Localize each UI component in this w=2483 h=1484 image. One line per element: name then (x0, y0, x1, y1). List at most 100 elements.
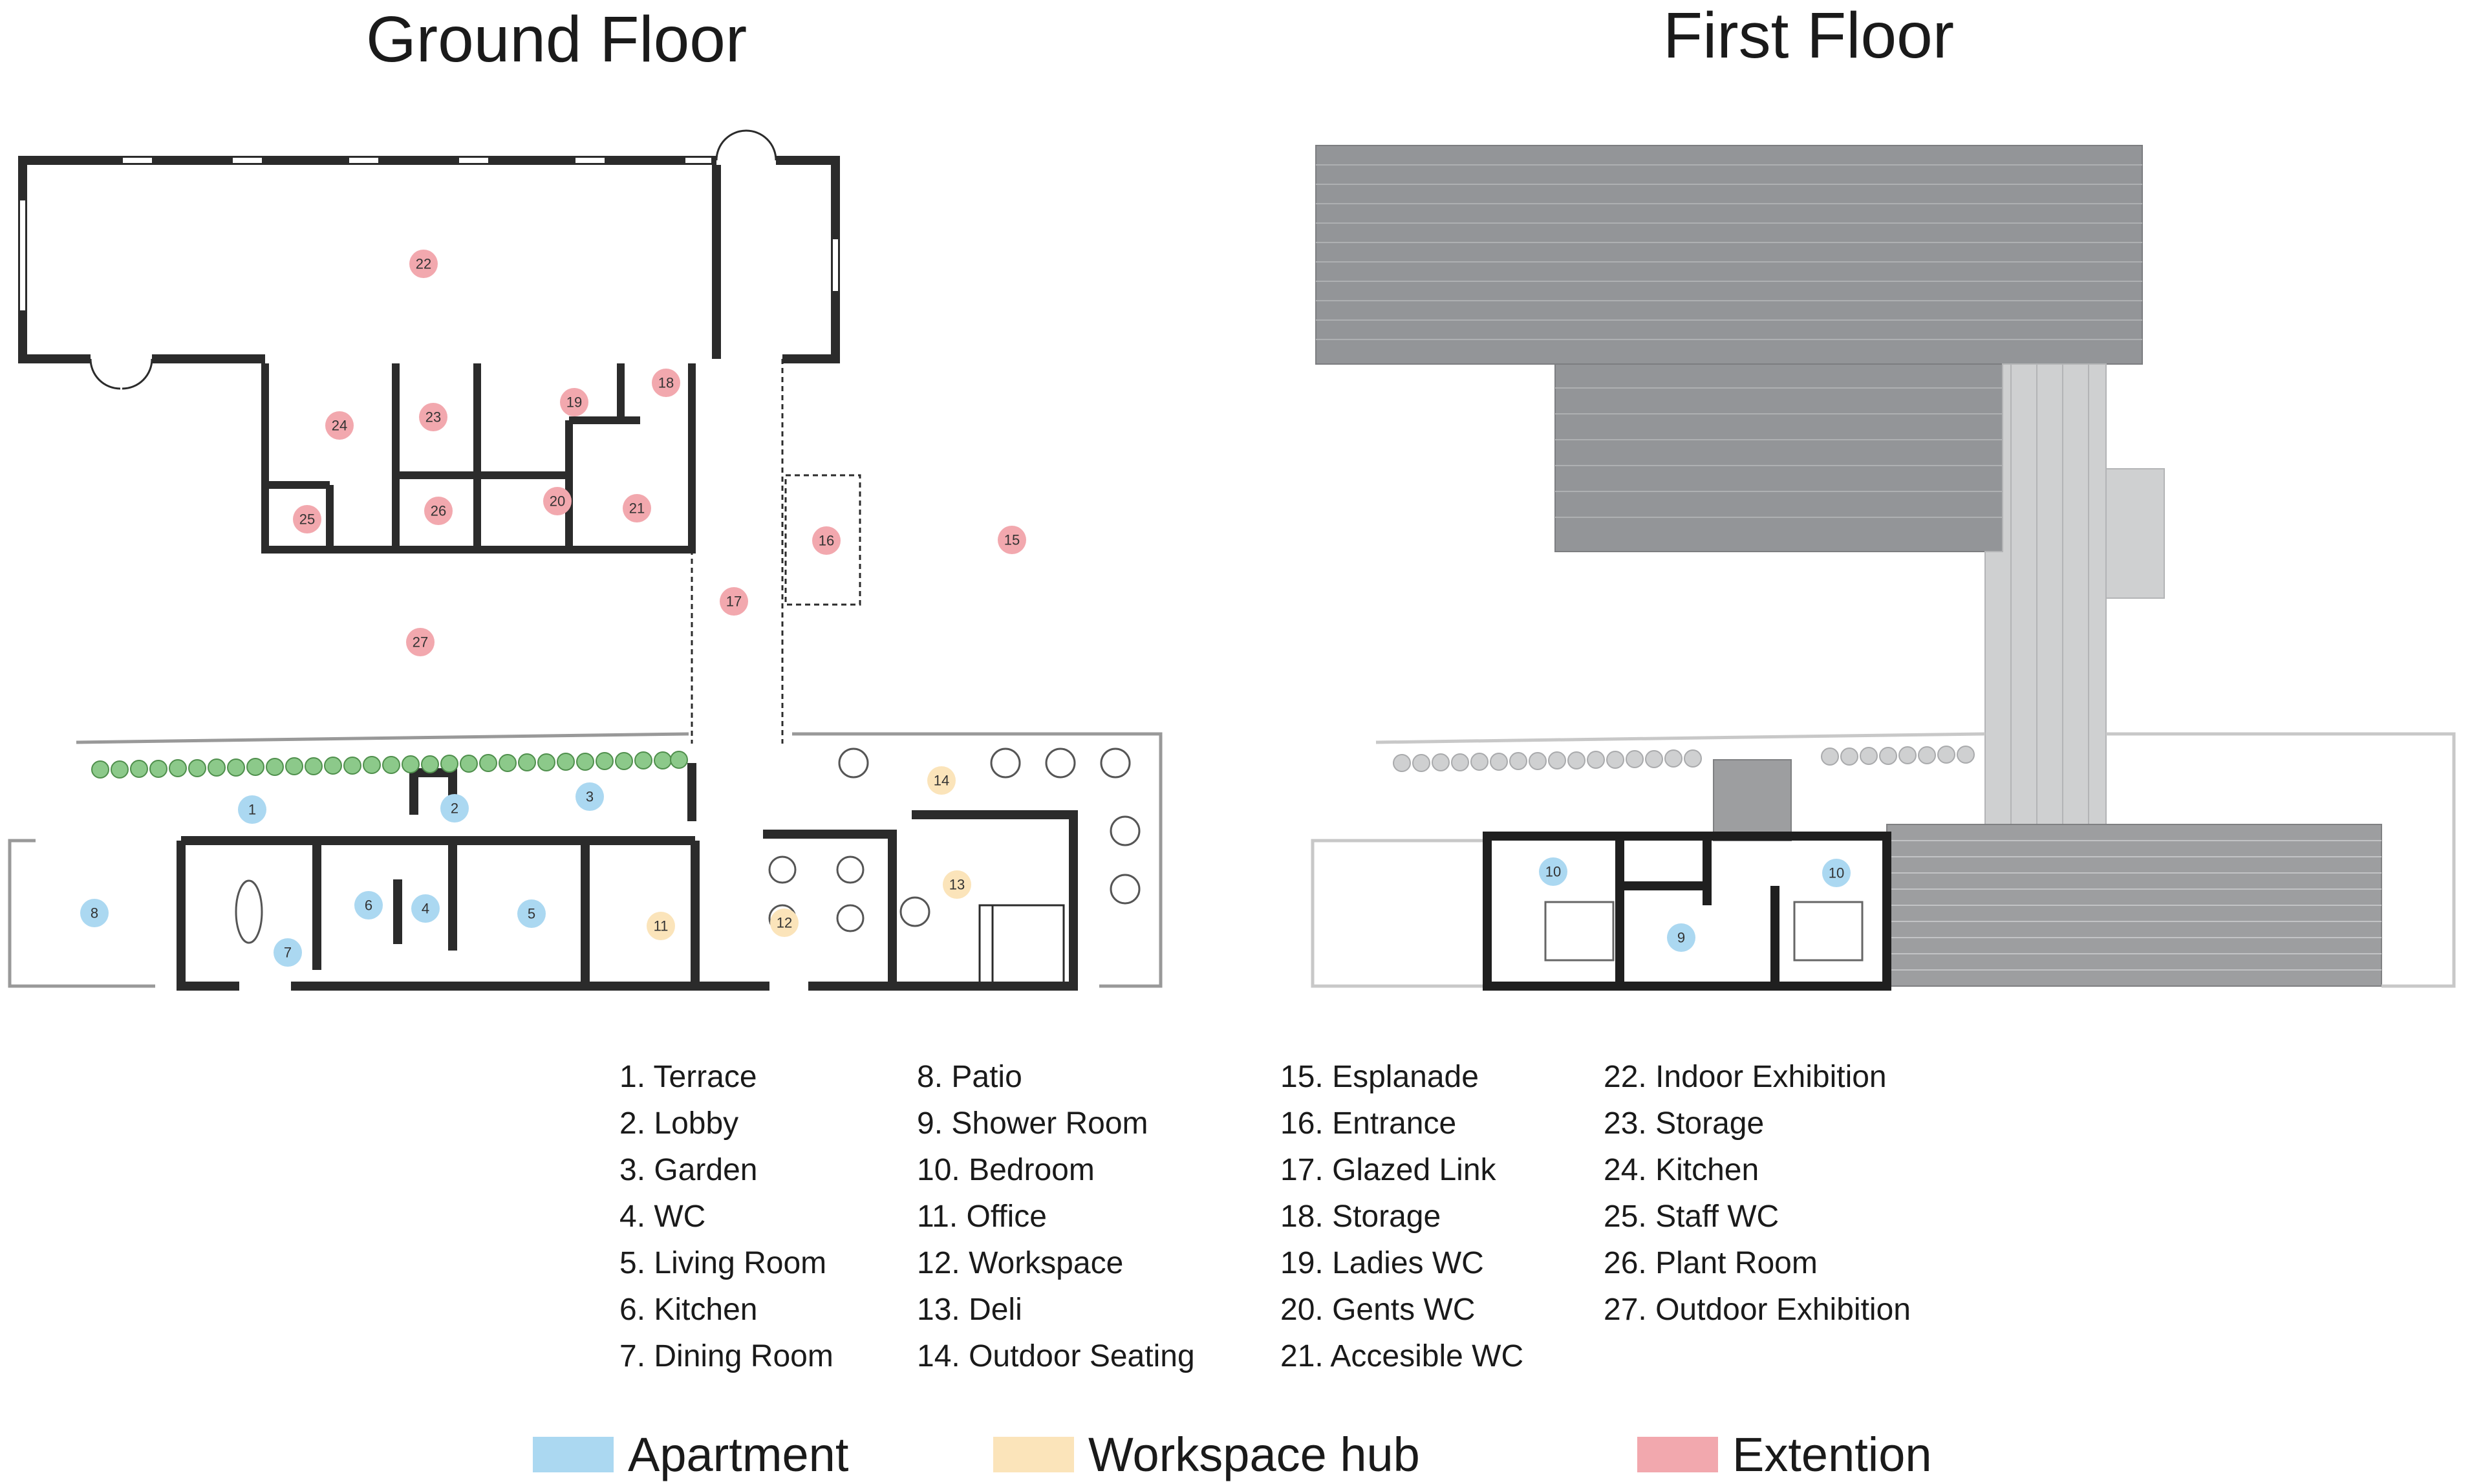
legend-item: 23. Storage (1604, 1106, 1765, 1141)
room-marker-number: 20 (550, 493, 565, 510)
room-marker-number: 3 (586, 789, 594, 805)
apartment-swatch (533, 1436, 614, 1472)
hedge (91, 751, 688, 779)
room-marker-dot (998, 526, 1026, 554)
ff-beds (1544, 901, 1864, 962)
room-marker-dot (1822, 859, 1851, 887)
legend-item: 5. Living Room (619, 1246, 827, 1280)
room-marker-dot (424, 497, 453, 525)
ff-hedge (1393, 746, 1975, 772)
room-marker-number: 23 (425, 409, 441, 425)
ff-ghost-outline (1311, 732, 2456, 988)
first-floor-plan (1311, 145, 2456, 991)
room-marker-number: 4 (422, 901, 429, 917)
legend-item: 6. Kitchen (619, 1293, 758, 1327)
room-marker-dot (419, 403, 447, 431)
room-marker-number: 22 (416, 256, 431, 272)
legend-column-3: 15. Esplanade 16. Entrance 17. Glazed Link… (1280, 1054, 1523, 1380)
room-marker-dot (770, 909, 799, 937)
legend-item: 3. Garden (619, 1153, 758, 1187)
room-marker-number: 21 (629, 500, 645, 517)
room-marker-dot (652, 369, 680, 397)
room-marker-number: 1 (248, 802, 256, 818)
room-marker-dot (274, 938, 302, 967)
key-workspace-label: Workspace hub (1088, 1427, 1420, 1481)
room-marker-dot (943, 870, 971, 899)
key-workspace: Workspace hub (993, 1425, 1420, 1483)
seating-boundary (792, 732, 1163, 988)
legend-item: 27. Outdoor Exhibition (1604, 1293, 1911, 1327)
room-marker-dot (517, 899, 546, 928)
room-marker-dot (293, 505, 321, 533)
room-marker-dot (623, 494, 651, 522)
room-marker-number: 2 (451, 801, 458, 817)
service-block-walls (261, 363, 696, 554)
deli-counter (978, 904, 1065, 984)
ff-walls (1483, 832, 1891, 991)
workspace-swatch (993, 1436, 1074, 1472)
legend-item: 4. WC (619, 1199, 706, 1234)
room-marker-dot (440, 794, 469, 823)
legend-item: 13. Deli (917, 1293, 1022, 1327)
legend-item: 11. Office (917, 1199, 1047, 1234)
room-marker-number: 10 (1545, 864, 1561, 880)
room-marker-number: 11 (654, 918, 669, 934)
legend-item: 21. Accesible WC (1280, 1339, 1524, 1373)
legend-item: 24. Kitchen (1604, 1153, 1759, 1187)
legend-item: 19. Ladies WC (1280, 1246, 1484, 1280)
room-marker-number: 6 (365, 898, 372, 914)
hedge-rail (76, 732, 689, 744)
ground-floor-title: Ground Floor (366, 3, 747, 76)
legend-item: 12. Workspace (917, 1246, 1124, 1280)
first-floor-title: First Floor (1663, 0, 1954, 72)
first-room-markers: 10 10 9 (1539, 857, 1851, 952)
room-marker-number: 10 (1829, 865, 1844, 881)
patio-wall (8, 839, 155, 988)
legend-item: 17. Glazed Link (1280, 1153, 1496, 1187)
legend-item: 9. Shower Room (917, 1106, 1148, 1141)
ground-floor-plan (8, 129, 1163, 991)
room-marker-number: 9 (1677, 930, 1685, 946)
legend-item: 20. Gents WC (1280, 1293, 1476, 1327)
room-marker-dot (543, 487, 572, 515)
key-extension: Extention (1637, 1425, 1932, 1483)
room-marker-dot (560, 388, 588, 416)
room-marker-dot (80, 899, 109, 927)
room-marker-dot (927, 766, 956, 795)
legend-item: 22. Indoor Exhibition (1604, 1060, 1887, 1094)
room-marker-number: 26 (431, 503, 446, 519)
room-marker-number: 5 (528, 906, 535, 922)
legend-item: 15. Esplanade (1280, 1060, 1479, 1094)
legend-item: 10. Bedroom (917, 1153, 1095, 1187)
key-apartment-label: Apartment (628, 1427, 849, 1481)
roof-lines (1316, 164, 2142, 518)
legend-item: 25. Staff WC (1604, 1199, 1779, 1234)
extension-swatch (1637, 1436, 1718, 1472)
room-marker-number: 24 (332, 418, 347, 434)
key-apartment: Apartment (533, 1425, 848, 1483)
room-marker-number: 25 (299, 511, 315, 528)
legend-column-4: 22. Indoor Exhibition 23. Storage 24. Kitc… (1604, 1054, 1911, 1333)
room-marker-number: 18 (658, 375, 674, 391)
room-marker-number: 27 (413, 634, 428, 651)
room-marker-number: 17 (726, 594, 742, 610)
room-marker-number: 16 (819, 533, 834, 549)
room-marker-dot (238, 795, 266, 824)
workspace-walls (581, 810, 1078, 991)
room-marker-dot (647, 912, 675, 940)
room-marker-number: 7 (284, 945, 292, 961)
legend-item: 18. Storage (1280, 1199, 1441, 1234)
hall-doors (89, 129, 777, 390)
hall-windows (20, 158, 838, 310)
room-marker-dot (325, 411, 354, 440)
room-marker-dot (812, 526, 841, 555)
legend-item: 1. Terrace (619, 1060, 757, 1094)
room-marker-dot (411, 894, 440, 923)
legend-item: 7. Dining Room (619, 1339, 833, 1373)
room-marker-number: 12 (777, 915, 792, 931)
room-marker-number: 15 (1004, 532, 1020, 548)
legend-item: 16. Entrance (1280, 1106, 1457, 1141)
